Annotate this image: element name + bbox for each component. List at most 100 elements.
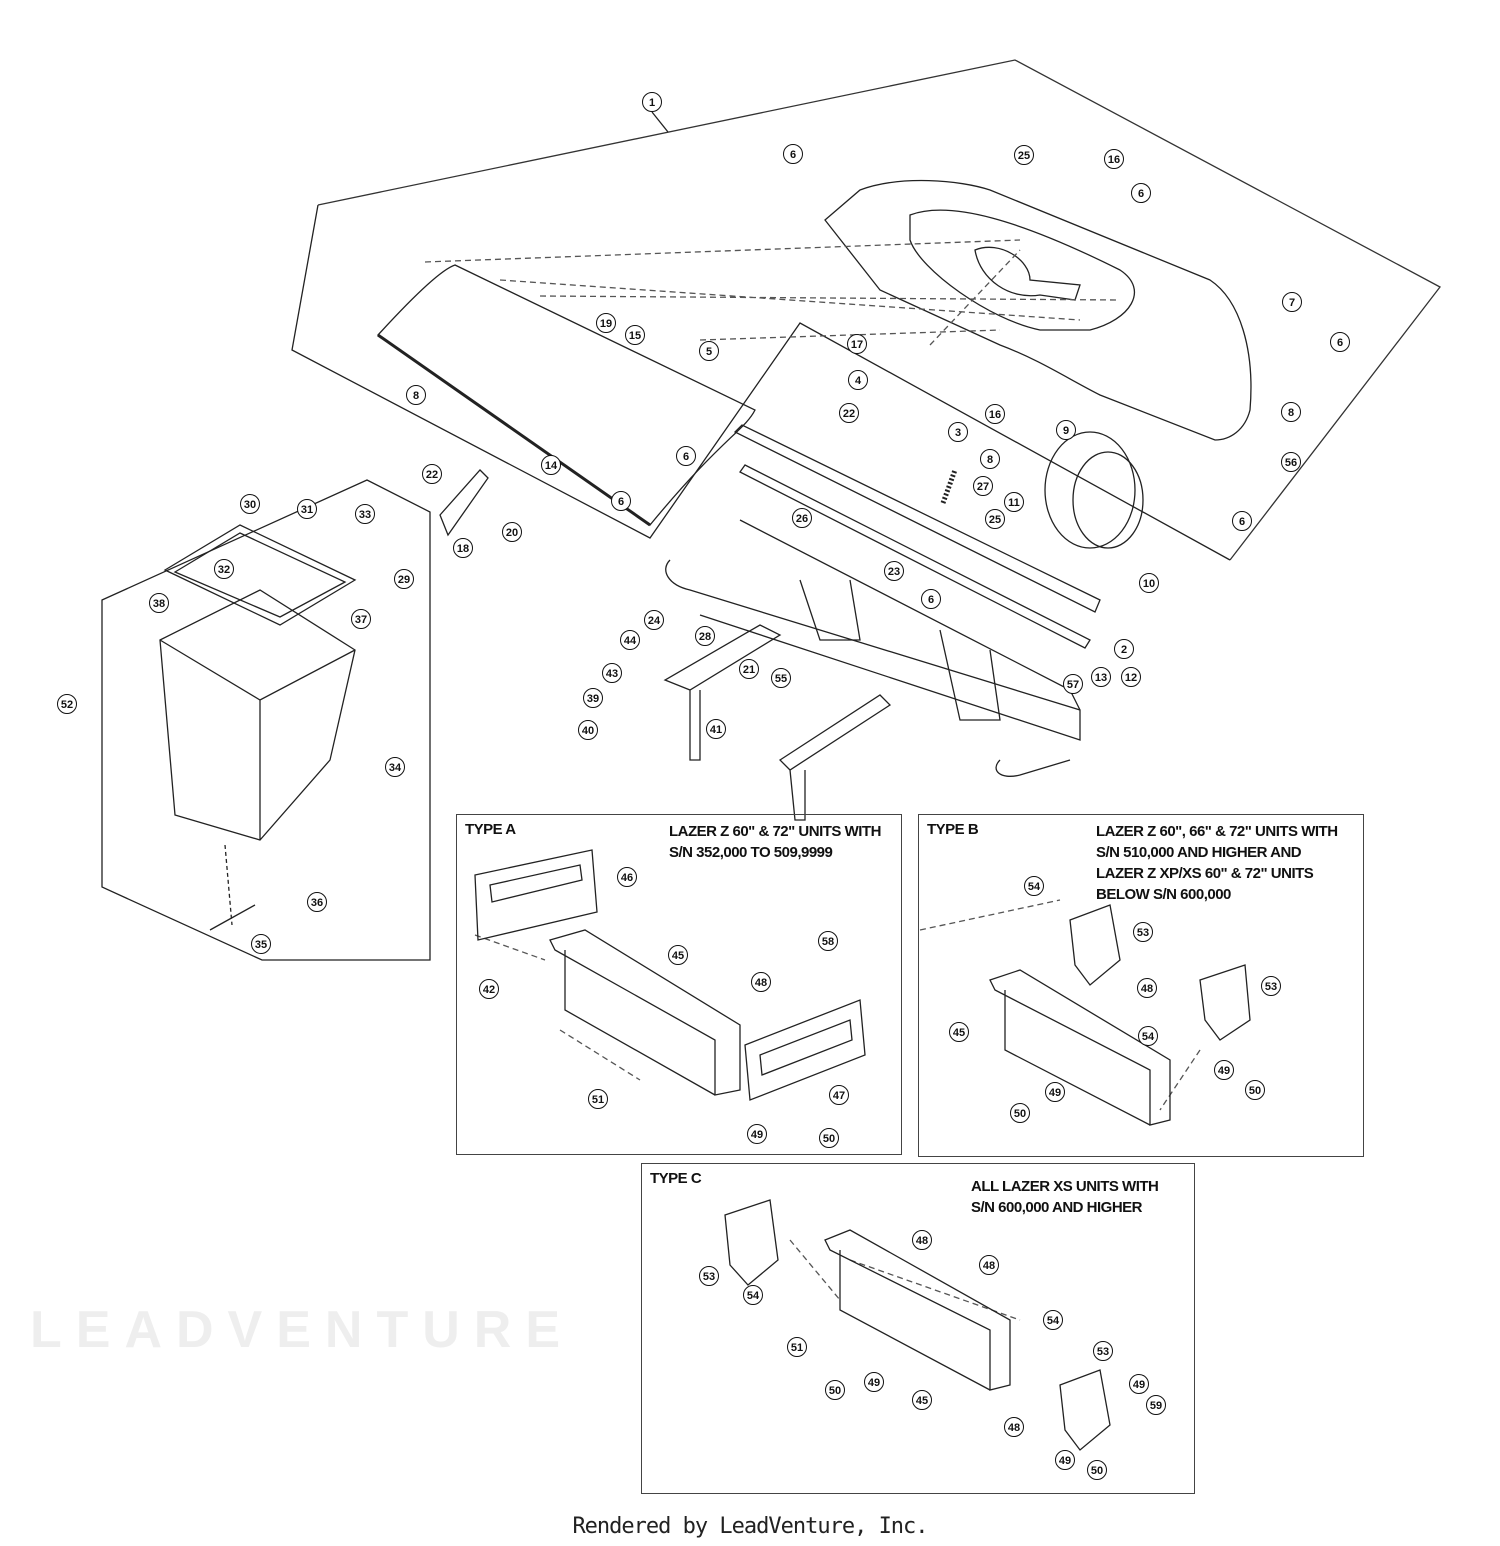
callout-part-34[interactable]: 34 [385,757,405,777]
callout-part-40[interactable]: 40 [578,720,598,740]
callout-part-32[interactable]: 32 [214,559,234,579]
callout-part-44[interactable]: 44 [620,630,640,650]
callout-part-12[interactable]: 12 [1121,667,1141,687]
callout-part-8[interactable]: 8 [980,449,1000,469]
callout-part-22[interactable]: 22 [839,403,859,423]
callout-part-18[interactable]: 18 [453,538,473,558]
callout-part-13[interactable]: 13 [1091,667,1111,687]
callout-part-21[interactable]: 21 [739,659,759,679]
callout-part-48[interactable]: 48 [979,1255,999,1275]
callout-part-14[interactable]: 14 [541,455,561,475]
callout-part-35[interactable]: 35 [251,934,271,954]
callout-part-11[interactable]: 11 [1004,492,1024,512]
callout-part-45[interactable]: 45 [912,1390,932,1410]
callout-part-49[interactable]: 49 [747,1124,767,1144]
callout-part-49[interactable]: 49 [1129,1374,1149,1394]
callout-part-7[interactable]: 7 [1282,292,1302,312]
type-b-plate-53 [1069,904,1121,986]
callout-part-51[interactable]: 51 [787,1337,807,1357]
callout-part-50[interactable]: 50 [1010,1103,1030,1123]
type-c-plate-53 [724,1199,779,1286]
callout-part-37[interactable]: 37 [351,609,371,629]
callout-part-2[interactable]: 2 [1114,639,1134,659]
callout-part-49[interactable]: 49 [1214,1060,1234,1080]
callout-part-58[interactable]: 58 [818,931,838,951]
callout-part-30[interactable]: 30 [240,494,260,514]
type-c-box: TYPE C ALL LAZER XS UNITS WITH S/N 600,0… [641,1163,1195,1494]
callout-part-53[interactable]: 53 [1261,976,1281,996]
callout-part-48[interactable]: 48 [1004,1417,1024,1437]
callout-part-46[interactable]: 46 [617,867,637,887]
callout-part-29[interactable]: 29 [394,569,414,589]
watermark: LEADVENTURE [30,1301,575,1359]
callout-part-6[interactable]: 6 [1131,183,1151,203]
callout-part-6[interactable]: 6 [921,589,941,609]
callout-part-31[interactable]: 31 [297,499,317,519]
callout-part-1[interactable]: 1 [642,92,662,112]
callout-part-8[interactable]: 8 [1281,402,1301,422]
callout-part-49[interactable]: 49 [864,1372,884,1392]
callout-part-5[interactable]: 5 [699,341,719,361]
callout-part-36[interactable]: 36 [307,892,327,912]
callout-part-26[interactable]: 26 [792,508,812,528]
callout-part-20[interactable]: 20 [502,522,522,542]
callout-part-50[interactable]: 50 [1087,1460,1107,1480]
callout-part-33[interactable]: 33 [355,504,375,524]
callout-part-10[interactable]: 10 [1139,573,1159,593]
callout-part-6[interactable]: 6 [611,491,631,511]
callout-part-6[interactable]: 6 [1232,511,1252,531]
callout-part-59[interactable]: 59 [1146,1395,1166,1415]
callout-part-16[interactable]: 16 [985,404,1005,424]
callout-part-54[interactable]: 54 [1138,1026,1158,1046]
callout-part-28[interactable]: 28 [695,626,715,646]
callout-part-53[interactable]: 53 [1133,922,1153,942]
callout-part-17[interactable]: 17 [847,334,867,354]
callout-part-16[interactable]: 16 [1104,149,1124,169]
callout-part-25[interactable]: 25 [1014,145,1034,165]
callout-part-39[interactable]: 39 [583,688,603,708]
mount-arm-part [663,624,782,761]
callout-part-50[interactable]: 50 [825,1380,845,1400]
callout-part-52[interactable]: 52 [57,694,77,714]
callout-part-38[interactable]: 38 [149,593,169,613]
callout-part-55[interactable]: 55 [771,668,791,688]
callout-part-48[interactable]: 48 [751,972,771,992]
callout-part-41[interactable]: 41 [706,719,726,739]
callout-part-25[interactable]: 25 [985,509,1005,529]
assembly-dashed-lines [424,239,1201,1321]
callout-part-50[interactable]: 50 [819,1128,839,1148]
callout-part-48[interactable]: 48 [912,1230,932,1250]
hood-part [824,179,1252,441]
callout-part-19[interactable]: 19 [596,313,616,333]
callout-part-56[interactable]: 56 [1281,452,1301,472]
callout-part-49[interactable]: 49 [1045,1082,1065,1102]
callout-part-4[interactable]: 4 [848,370,868,390]
callout-part-45[interactable]: 45 [949,1022,969,1042]
callout-part-47[interactable]: 47 [829,1085,849,1105]
callout-part-51[interactable]: 51 [588,1089,608,1109]
callout-part-54[interactable]: 54 [1043,1310,1063,1330]
callout-part-48[interactable]: 48 [1137,978,1157,998]
callout-part-22[interactable]: 22 [422,464,442,484]
callout-part-27[interactable]: 27 [973,476,993,496]
callout-part-24[interactable]: 24 [644,610,664,630]
callout-part-3[interactable]: 3 [948,422,968,442]
callout-part-23[interactable]: 23 [884,561,904,581]
callout-part-53[interactable]: 53 [1093,1341,1113,1361]
type-b-bumper-45 [989,969,1171,1126]
callout-part-6[interactable]: 6 [783,144,803,164]
callout-part-54[interactable]: 54 [743,1285,763,1305]
callout-part-9[interactable]: 9 [1056,420,1076,440]
callout-part-6[interactable]: 6 [676,446,696,466]
callout-part-15[interactable]: 15 [625,325,645,345]
callout-part-53[interactable]: 53 [699,1266,719,1286]
callout-part-49[interactable]: 49 [1055,1450,1075,1470]
callout-part-45[interactable]: 45 [668,945,688,965]
callout-part-6[interactable]: 6 [1330,332,1350,352]
callout-part-8[interactable]: 8 [406,385,426,405]
callout-part-43[interactable]: 43 [602,663,622,683]
callout-part-57[interactable]: 57 [1063,674,1083,694]
callout-part-54[interactable]: 54 [1024,876,1044,896]
callout-part-42[interactable]: 42 [479,979,499,999]
callout-part-50[interactable]: 50 [1245,1080,1265,1100]
